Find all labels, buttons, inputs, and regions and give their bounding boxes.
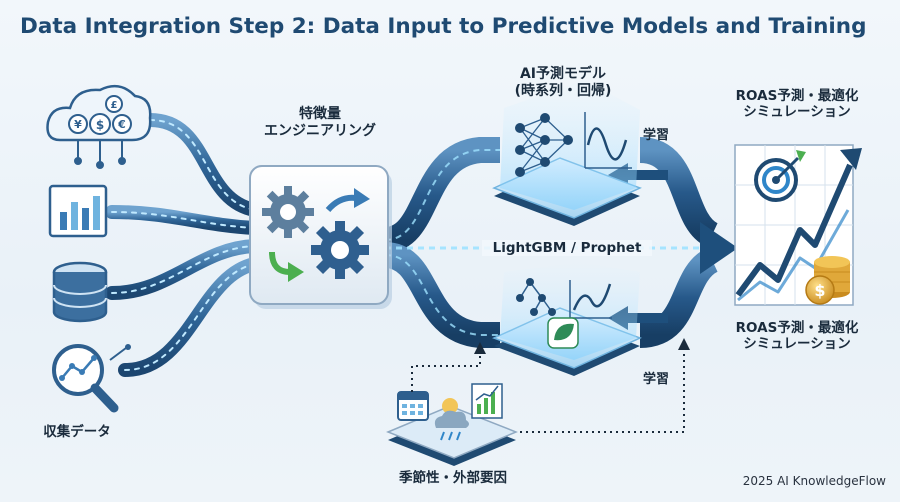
output-arrowhead	[700, 222, 738, 274]
currency-euro: €	[117, 118, 126, 131]
calendar-icon	[397, 391, 429, 421]
leaf-logo-icon	[547, 317, 579, 349]
trend-chart-icon	[471, 383, 503, 419]
ai-model-platform-lower	[492, 262, 642, 376]
currency-yen: ¥	[74, 118, 82, 131]
gear-icon	[262, 186, 314, 238]
page-title: Data Integration Step 2: Data Input to P…	[20, 14, 867, 39]
training-label-bottom: 学習	[642, 372, 669, 387]
roas-output-label-top: ROAS予測・最適化 シミュレーション	[735, 88, 859, 121]
training-label-top: 学習	[642, 128, 669, 143]
decision-tree-icon	[516, 278, 556, 316]
sources-label: 収集データ	[43, 424, 111, 440]
external-factors-label: 季節性・外部要因	[399, 470, 507, 486]
external-factors-platform	[386, 338, 690, 466]
roas-output-label-bottom: ROAS予測・最適化 シミュレーション	[735, 320, 859, 353]
weather-icon	[434, 398, 469, 441]
currency-dollar: $	[96, 118, 104, 132]
external-dotted-arrows	[411, 350, 685, 433]
model-names-label: LightGBM / Prophet	[482, 240, 652, 257]
coins-icon: $	[805, 256, 850, 305]
roas-output-chart: $	[734, 144, 862, 306]
feature-engineering-label: 特徴量 エンジニアリング	[264, 106, 376, 139]
ai-model-label: AI予測モデル (時系列・回帰)	[514, 66, 612, 99]
bar-chart-icon	[48, 184, 108, 238]
database-icon	[52, 261, 108, 323]
ai-model-platform-upper	[492, 80, 642, 226]
source-input-pipes	[105, 113, 262, 377]
feature-engineering-box	[249, 165, 392, 309]
footer-credit: 2025 AI KnowledgeFlow	[742, 474, 886, 488]
wave-chart-icon	[584, 112, 632, 169]
svg-text:$: $	[814, 281, 825, 300]
currency-pound: £	[111, 100, 118, 111]
gear-icon	[311, 221, 369, 279]
magnifier-analytics-icon	[52, 344, 131, 413]
neural-network-icon	[515, 113, 573, 177]
curved-arrow-icon	[269, 251, 291, 275]
target-icon	[754, 150, 806, 202]
cloud-currency-icon: ¥ $ € £	[46, 84, 152, 169]
prophet-chart-icon	[569, 280, 612, 319]
curved-arrow-icon	[325, 194, 357, 213]
